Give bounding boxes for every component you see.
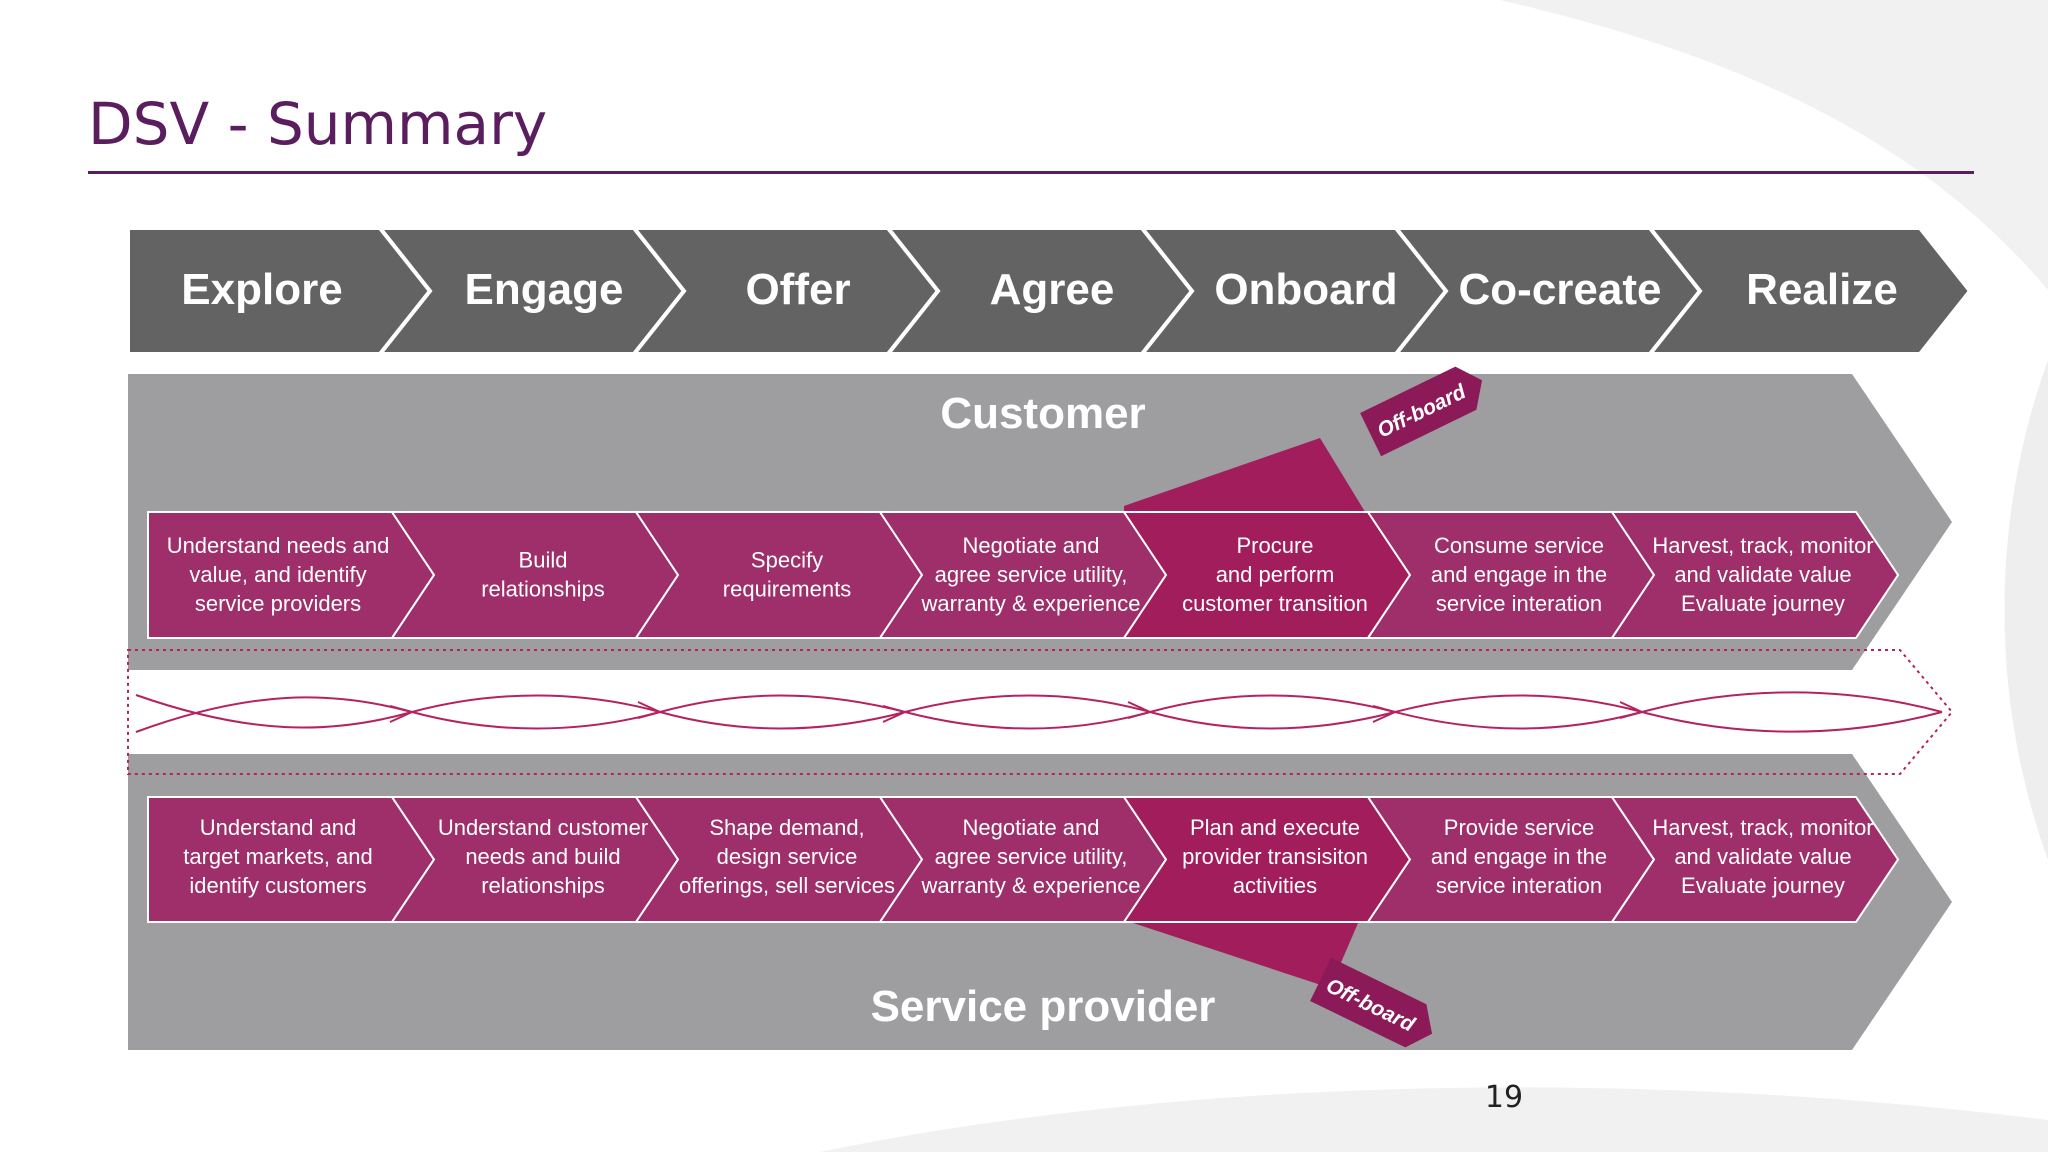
interaction-arrowhead-4 [1127, 701, 1153, 719]
customer-step-4-line-1: Negotiate and [963, 533, 1100, 558]
provider-step-2-line-3: relationships [481, 873, 605, 898]
provider-step-7-line-1: Harvest, track, monitor [1652, 815, 1873, 840]
provider-step-2-line-2: needs and build [465, 844, 620, 869]
interaction-wave-provider [135, 694, 1943, 733]
stage-realize [1645, 226, 1973, 356]
provider-step-6-text: Provide service and engage in the service … [1431, 815, 1607, 898]
customer-step-5-line-2: and perform [1216, 562, 1335, 587]
customer-step-7-line-3: Evaluate journey [1681, 591, 1845, 616]
customer-step-3-line-1: Specify [751, 548, 823, 573]
customer-step-6-line-1: Consume service [1434, 533, 1604, 558]
customer-step-7-line-2: and validate value [1674, 562, 1851, 587]
interaction-wave-customer [135, 691, 1943, 733]
stage-label-co-create: Co-create [1459, 265, 1662, 314]
provider-step-4-line-3: warranty & experience [921, 873, 1141, 898]
background-swoosh-top [1500, 0, 2048, 290]
step-chevrons: Understand needs and value, and identify s… [147, 366, 1900, 1048]
provider-step-5-line-3: activities [1233, 873, 1317, 898]
customer-step-1-line-1: Understand needs and [167, 533, 390, 558]
customer-step-7-text: Harvest, track, monitor and validate valu… [1652, 533, 1873, 616]
stage-label-explore: Explore [181, 265, 342, 314]
provider-step-2-line-1: Understand customer [438, 815, 648, 840]
interaction-arrowhead-5 [1372, 705, 1398, 723]
customer-step-1-text: Understand needs and value, and identify s… [167, 533, 390, 616]
stage-bar: Explore Engage Offer Agree Onboard Co-create R… [126, 226, 1973, 356]
provider-step-4-line-1: Negotiate and [963, 815, 1100, 840]
provider-step-5-line-2: provider transisiton [1182, 844, 1368, 869]
provider-step-5-text: Plan and execute provider transisiton acti… [1182, 815, 1368, 898]
stage-label-realize: Realize [1746, 265, 1898, 314]
customer-step-2 [390, 511, 680, 639]
customer-step-4-text: Negotiate and agree service utility, warra… [921, 533, 1141, 616]
slide-title: DSV - Summary [88, 90, 548, 158]
customer-step-4-line-3: warranty & experience [921, 591, 1141, 616]
provider-step-1-line-1: Understand and [200, 815, 357, 840]
customer-step-3 [634, 511, 924, 639]
interaction-arrowhead-2 [637, 701, 663, 719]
provider-step-4-text: Negotiate and agree service utility, warra… [921, 815, 1141, 898]
stage-label-agree: Agree [990, 265, 1115, 314]
stage-label-engage: Engage [465, 265, 624, 314]
background-swoosh-bottom [820, 1087, 2048, 1152]
provider-step-1-line-2: target markets, and [183, 844, 373, 869]
customer-offboard-arrow [1360, 366, 1483, 457]
interaction-dotted-outline [127, 649, 1954, 775]
customer-step-4-line-2: agree service utility, [935, 562, 1128, 587]
customer-step-3-text: Specify requirements [723, 548, 851, 602]
customer-step-1-line-2: value, and identify [189, 562, 366, 587]
provider-step-7-line-2: and validate value [1674, 844, 1851, 869]
provider-step-7-line-3: Evaluate journey [1681, 873, 1845, 898]
stage-label-offer: Offer [745, 265, 850, 314]
interaction-connector [127, 649, 1954, 775]
customer-step-7-line-1: Harvest, track, monitor [1652, 533, 1873, 558]
customer-step-5-line-1: Procure [1236, 533, 1313, 558]
provider-step-5-line-1: Plan and execute [1190, 815, 1360, 840]
customer-step-5-text: Procure and perform customer transition [1182, 533, 1368, 616]
customer-step-6-text: Consume service and engage in the service … [1431, 533, 1607, 616]
customer-title: Customer [940, 389, 1145, 438]
provider-step-7 [1610, 796, 1900, 923]
customer-step-3-line-2: requirements [723, 577, 851, 602]
provider-step-7-text: Harvest, track, monitor and validate valu… [1652, 815, 1873, 898]
provider-step-2-text: Understand customer needs and build relati… [438, 815, 648, 898]
provider-step-6-line-2: and engage in the [1431, 844, 1607, 869]
title-divider [88, 171, 1974, 174]
customer-step-5-line-3: customer transition [1182, 591, 1368, 616]
provider-step-3-line-2: design service [717, 844, 858, 869]
interaction-arrowhead-1 [389, 705, 415, 723]
customer-step-2-line-2: relationships [481, 577, 605, 602]
provider-step-3-text: Shape demand, design service offerings, se… [679, 815, 895, 898]
provider-step-3-line-1: Shape demand, [709, 815, 864, 840]
customer-step-6-line-2: and engage in the [1431, 562, 1607, 587]
provider-step-1-text: Understand and target markets, and identif… [183, 815, 373, 898]
customer-step-1-line-3: service providers [195, 591, 361, 616]
customer-step-7 [1610, 511, 1900, 639]
provider-step-3-line-3: offerings, sell services [679, 873, 895, 898]
provider-step-4-line-2: agree service utility, [935, 844, 1128, 869]
service-provider-title: Service provider [871, 982, 1216, 1031]
customer-step-2-text: Build relationships [481, 548, 605, 602]
page-number: 19 [1484, 1080, 1524, 1115]
interaction-arrowhead-3 [882, 705, 908, 723]
customer-step-2-line-1: Build [519, 548, 568, 573]
customer-step-6-line-3: service interation [1436, 591, 1602, 616]
stage-label-onboard: Onboard [1214, 265, 1397, 314]
provider-step-6-line-1: Provide service [1444, 815, 1594, 840]
background-swoosh-right [2004, 360, 2048, 860]
interaction-arrowhead-6 [1619, 701, 1645, 719]
provider-step-6-line-3: service interation [1436, 873, 1602, 898]
provider-offboard-arrow [1310, 957, 1433, 1048]
provider-step-1-line-3: identify customers [189, 873, 366, 898]
